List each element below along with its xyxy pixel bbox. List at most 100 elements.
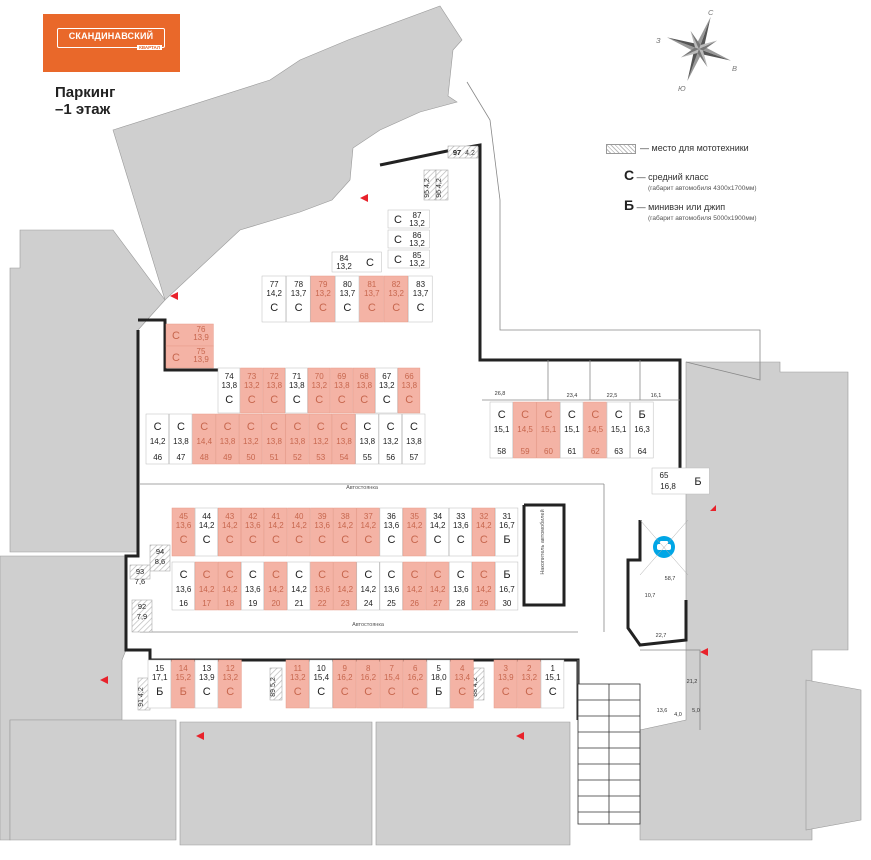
parking-spot-28[interactable]: С13,628 [448, 561, 472, 611]
parking-spot-25[interactable]: С13,625 [379, 561, 403, 611]
parking-spot-46[interactable]: С14,246 [145, 413, 169, 465]
spot-area: 13,2 [379, 381, 395, 390]
parking-spot-48[interactable]: С14,448 [192, 413, 216, 465]
parking-spot-5[interactable]: 518,0Б [426, 659, 451, 709]
parking-spot-62[interactable]: С14,562 [583, 401, 607, 459]
parking-spot-2[interactable]: 213,2С [517, 659, 541, 709]
parking-spot-4[interactable]: 413,4С [450, 659, 474, 709]
parking-spot-7[interactable]: 715,4С [379, 659, 404, 709]
parking-spot-58[interactable]: С15,158 [489, 401, 514, 459]
moto-spot-92[interactable]: 927,9 [131, 599, 153, 633]
parking-spot-20[interactable]: С14,220 [264, 561, 288, 611]
parking-spot-6[interactable]: 616,2С [403, 659, 427, 709]
parking-spot-53[interactable]: С13,253 [308, 413, 333, 465]
moto-spot-95[interactable]: 95 4,2 [423, 169, 437, 201]
spot-class: С [203, 534, 211, 546]
parking-spot-24[interactable]: С14,224 [356, 561, 380, 611]
parking-spot-8[interactable]: 816,2С [356, 659, 380, 709]
parking-spot-57[interactable]: С13,857 [402, 413, 426, 465]
parking-spot-55[interactable]: С13,855 [355, 413, 379, 465]
parking-spot-26[interactable]: С14,226 [402, 561, 426, 611]
parking-spot-64[interactable]: Б16,364 [630, 401, 654, 459]
parking-spot-16[interactable]: С13,616 [171, 561, 195, 611]
spot-cell [517, 659, 541, 709]
parking-spot-27[interactable]: С14,227 [425, 561, 449, 611]
parking-spot-3[interactable]: 313,9С [493, 659, 518, 709]
moto-spot-96[interactable]: 96 4,2 [435, 169, 449, 201]
moto-spot-88[interactable]: 88 4,2 [471, 667, 485, 701]
parking-spot-54[interactable]: С13,854 [332, 413, 356, 465]
parking-spot-1[interactable]: 115,1С [540, 659, 565, 709]
parking-spot-18[interactable]: С14,218 [217, 561, 241, 611]
moto-spot-89[interactable]: 89 5,2 [269, 667, 283, 701]
parking-spot-47[interactable]: С13,847 [169, 413, 193, 465]
spot-area: 16,7 [499, 521, 515, 530]
parking-spot-52[interactable]: С13,852 [285, 413, 309, 465]
parking-spot-30[interactable]: Б16,730 [495, 561, 519, 611]
parking-spot-51[interactable]: С13,851 [262, 413, 286, 465]
parking-spot-9[interactable]: 916,2С [332, 659, 357, 709]
spot-class: Б [694, 476, 701, 488]
parking-spot-23[interactable]: С14,223 [333, 561, 357, 611]
parking-spot-61[interactable]: С15,161 [559, 401, 584, 459]
parking-spot-56[interactable]: С13,256 [378, 413, 402, 465]
parking-spot-60[interactable]: С15,160 [536, 401, 560, 459]
parking-spot-19[interactable]: С13,619 [241, 561, 265, 611]
parking-spot-50[interactable]: С13,250 [238, 413, 263, 465]
parking-spot-63[interactable]: С15,163 [606, 401, 631, 459]
parking-spot-59[interactable]: С14,559 [513, 401, 537, 459]
parking-spot-21[interactable]: С14,221 [287, 561, 311, 611]
parking-spot-49[interactable]: С13,849 [215, 413, 239, 465]
parking-spot-22[interactable]: С13,622 [310, 561, 334, 611]
parking-spot-17[interactable]: С14,217 [194, 561, 218, 611]
moto-spot-94[interactable]: 948,6 [149, 544, 171, 572]
moto-spot-93[interactable]: 937,6 [129, 564, 151, 586]
parking-spot-29[interactable]: С14,229 [472, 561, 496, 611]
